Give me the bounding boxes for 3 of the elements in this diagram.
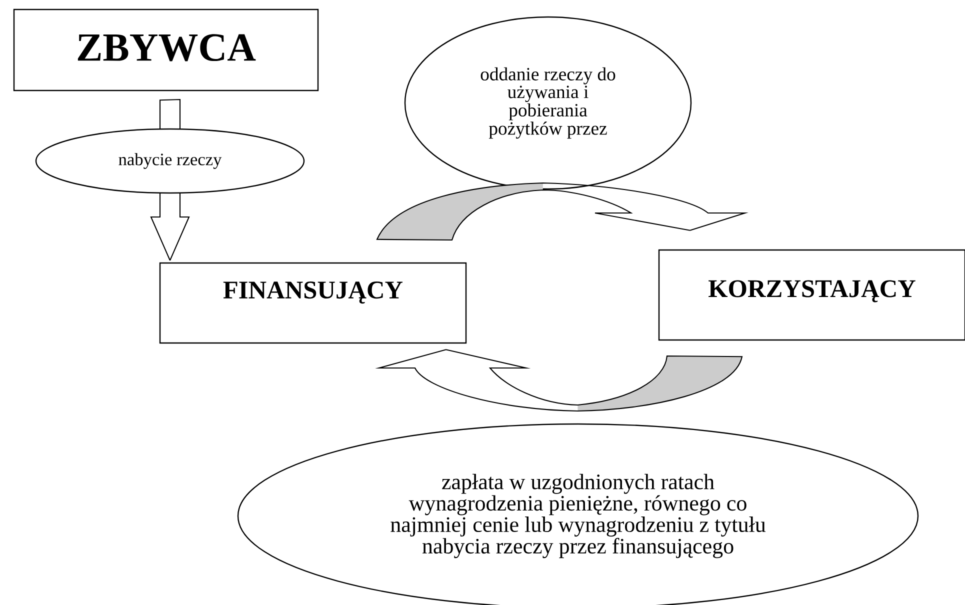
party-box: KORZYSTAJĄCY [658,249,965,341]
party-box: ZBYWCA [13,8,319,92]
party-box: FINANSUJĄCY [159,262,467,344]
